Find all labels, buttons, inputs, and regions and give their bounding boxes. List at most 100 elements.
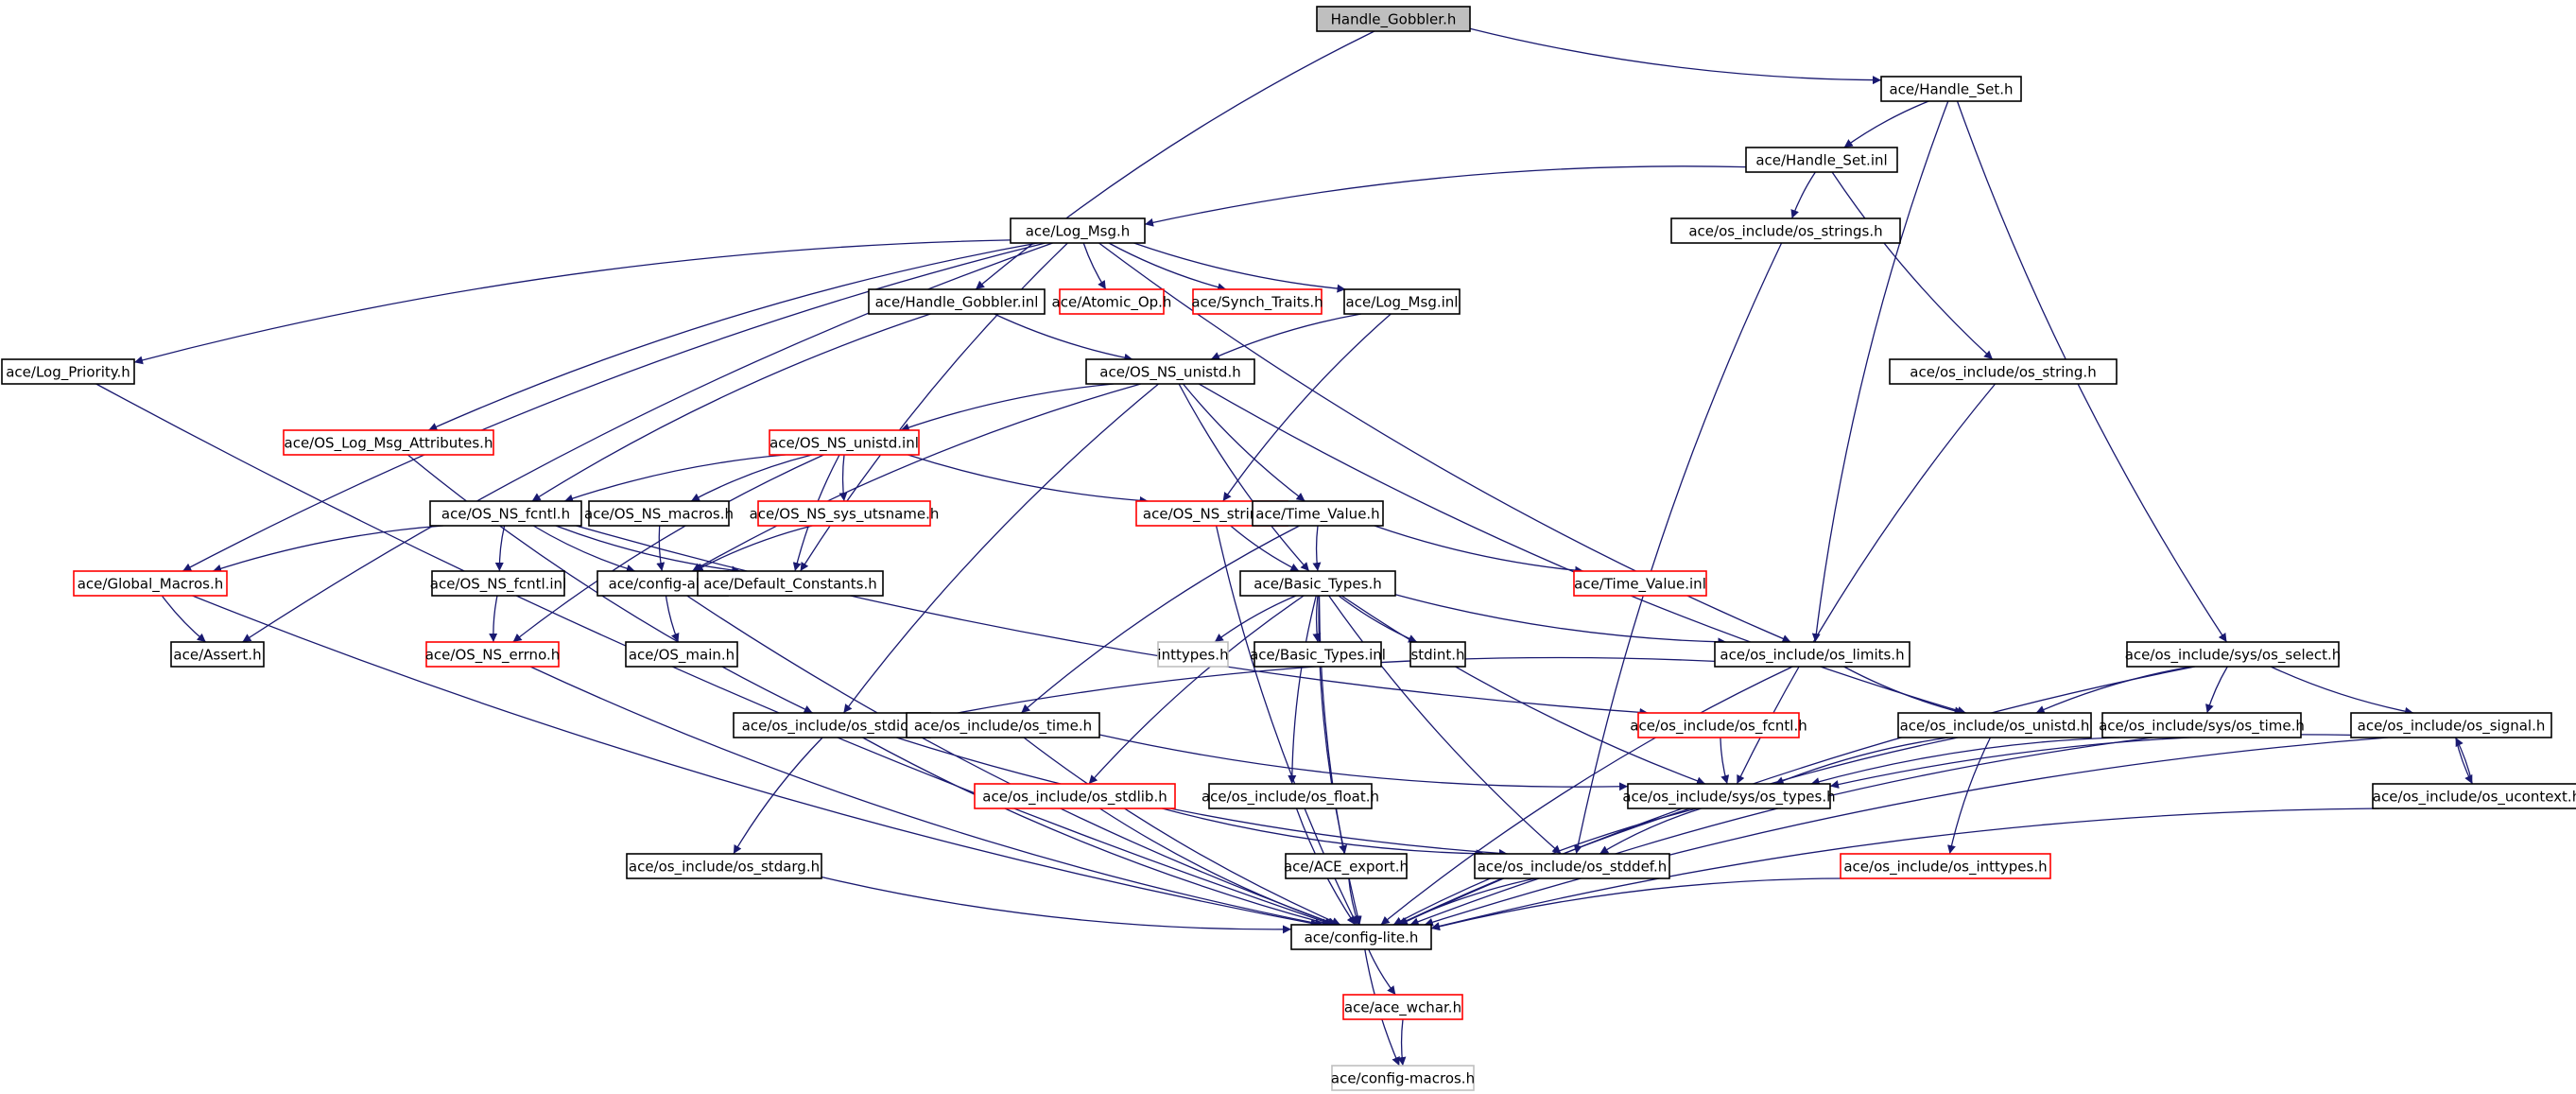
node-box bbox=[1253, 641, 1382, 668]
node-ace-global-macros-h[interactable]: ace/Global_Macros.h bbox=[73, 570, 228, 597]
node-ace-os-include-os-time-h[interactable]: ace/os_include/os_time.h bbox=[906, 712, 1100, 738]
node-label: ace/config-all.h bbox=[609, 576, 717, 593]
node-ace-os-include-os-string-h[interactable]: ace/os_include/os_string.h bbox=[1889, 358, 2118, 385]
node-box bbox=[868, 288, 1046, 315]
node-label: ace/Handle_Set.inl bbox=[1755, 152, 1887, 170]
node-box bbox=[1342, 994, 1463, 1020]
edge-ace-os-include-os-limits-h-to-ace-os-include-os-unistd-h bbox=[1843, 666, 1963, 716]
node-ace-os-include-os-stddef-h[interactable]: ace/os_include/os_stddef.h bbox=[1474, 853, 1670, 879]
node-label: ace/os_include/os_inttypes.h bbox=[1843, 859, 2047, 877]
node-ace-assert-h[interactable]: ace/Assert.h bbox=[170, 641, 265, 668]
edge-ace-log-priority-h-to-ace-config-lite-h bbox=[95, 383, 1334, 927]
node-stdint-h[interactable]: stdint.h bbox=[1409, 641, 1466, 668]
node-ace-os-include-sys-os-time-h[interactable]: ace/os_include/sys/os_time.h bbox=[2099, 712, 2305, 738]
node-ace-basic-types-inl[interactable]: ace/Basic_Types.inl bbox=[1250, 641, 1386, 668]
node-ace-log-msg-h[interactable]: ace/Log_Msg.h bbox=[1010, 217, 1146, 244]
node-ace-log-msg-inl[interactable]: ace/Log_Msg.inl bbox=[1343, 288, 1461, 315]
node-box bbox=[1157, 641, 1229, 668]
node-ace-handle-gobbler-inl[interactable]: ace/Handle_Gobbler.inl bbox=[868, 288, 1046, 315]
node-ace-os-include-sys-os-types-h[interactable]: ace/os_include/sys/os_types.h bbox=[1622, 783, 1836, 809]
edge-ace-ace-wchar-h-to-ace-config-macros-h bbox=[1397, 1018, 1407, 1067]
edge-ace-os-include-sys-os-time-h-to-ace-config-lite-h bbox=[1409, 737, 2153, 926]
node-label: ace/os_include/os_float.h bbox=[1202, 789, 1379, 807]
node-ace-handle-set-h[interactable]: ace/Handle_Set.h bbox=[1880, 76, 2022, 102]
node-box bbox=[974, 783, 1176, 809]
node-box bbox=[431, 570, 565, 597]
node-label: ace/os_include/os_unistd.h bbox=[1900, 718, 2090, 736]
edge-ace-os-ns-fcntl-h-to-ace-os-include-os-fcntl-h bbox=[576, 525, 1649, 717]
node-ace-atomic-op-h[interactable]: ace/Atomic_Op.h bbox=[1052, 288, 1172, 315]
node-box bbox=[906, 712, 1100, 738]
node-ace-log-priority-h[interactable]: ace/Log_Priority.h bbox=[1, 358, 135, 385]
node-ace-os-include-os-signal-h[interactable]: ace/os_include/os_signal.h bbox=[2350, 712, 2552, 738]
node-ace-os-ns-unistd-inl[interactable]: ace/OS_NS_unistd.inl bbox=[769, 429, 920, 456]
edge-ace-handle-set-h-to-ace-handle-set-inl bbox=[1843, 100, 1929, 148]
node-label: ace/Basic_Types.h bbox=[1253, 576, 1381, 594]
node-ace-os-log-msg-attributes-h[interactable]: ace/OS_Log_Msg_Attributes.h bbox=[283, 429, 494, 456]
edge-ace-os-ns-unistd-h-to-ace-config-all-h bbox=[691, 383, 1141, 572]
node-label: ace/config-lite.h bbox=[1305, 929, 1419, 946]
node-label: ace/os_include/os_stdarg.h bbox=[629, 859, 820, 877]
edge-ace-os-ns-unistd-inl-to-ace-os-ns-macros-h bbox=[690, 454, 813, 502]
node-ace-ace-export-h[interactable]: ace/ACE_export.h bbox=[1284, 853, 1409, 879]
node-ace-default-constants-h[interactable]: ace/Default_Constants.h bbox=[697, 570, 884, 597]
node-label: ace/Synch_Traits.h bbox=[1191, 294, 1323, 312]
node-ace-os-include-os-stdio-h[interactable]: ace/os_include/os_stdio.h bbox=[733, 712, 931, 738]
node-box bbox=[626, 853, 822, 879]
edge-ace-os-include-os-time-h-to-ace-os-include-sys-os-types-h bbox=[1098, 734, 1629, 791]
node-label: ace/Handle_Gobbler.inl bbox=[875, 294, 1039, 312]
edge-ace-log-msg-h-to-ace-os-log-msg-attributes-h bbox=[428, 242, 1038, 431]
edge-ace-os-ns-unistd-h-to-ace-os-include-os-unistd-h bbox=[1198, 383, 1966, 715]
node-ace-os-include-os-stdlib-h[interactable]: ace/os_include/os_stdlib.h bbox=[974, 783, 1176, 809]
node-ace-os-ns-sys-utsname-h[interactable]: ace/OS_NS_sys_utsname.h bbox=[750, 500, 940, 527]
edge-ace-os-include-os-time-h-to-ace-config-lite-h bbox=[1023, 737, 1341, 926]
node-ace-basic-types-h[interactable]: ace/Basic_Types.h bbox=[1239, 570, 1396, 597]
node-box bbox=[1670, 217, 1901, 244]
node-ace-os-include-sys-os-select-h[interactable]: ace/os_include/sys/os_select.h bbox=[2125, 641, 2342, 668]
node-label: ace/Global_Macros.h bbox=[78, 576, 224, 594]
edge-ace-os-include-os-limits-h-to-ace-config-lite-h bbox=[1380, 666, 1793, 926]
node-ace-ace-wchar-h[interactable]: ace/ace_wchar.h bbox=[1342, 994, 1463, 1020]
node-box bbox=[1, 358, 135, 385]
node-ace-os-ns-errno-h[interactable]: ace/OS_NS_errno.h bbox=[425, 641, 561, 668]
node-box bbox=[625, 641, 738, 668]
node-ace-config-lite-h[interactable]: ace/config-lite.h bbox=[1290, 924, 1432, 950]
node-ace-os-include-os-fcntl-h[interactable]: ace/os_include/os_fcntl.h bbox=[1630, 712, 1807, 738]
node-box bbox=[769, 429, 920, 456]
node-ace-os-ns-macros-h[interactable]: ace/OS_NS_macros.h bbox=[584, 500, 734, 527]
edge-ace-log-msg-h-to-ace-global-macros-h bbox=[182, 242, 1046, 572]
edge-ace-os-ns-macros-h-to-ace-config-all-h bbox=[656, 525, 666, 572]
node-ace-time-value-h[interactable]: ace/Time_Value.h bbox=[1252, 500, 1384, 527]
edge-ace-basic-types-h-to-ace-os-include-os-stddef-h bbox=[1328, 595, 1562, 855]
edge-ace-os-include-os-strings-h-to-ace-os-include-os-stddef-h bbox=[1573, 242, 1783, 855]
edge-ace-os-include-os-unistd-h-to-ace-config-lite-h bbox=[1397, 737, 1959, 926]
node-ace-os-main-h[interactable]: ace/OS_main.h bbox=[625, 641, 738, 668]
node-ace-time-value-inl[interactable]: ace/Time_Value.inl bbox=[1573, 570, 1707, 597]
node-ace-os-include-os-strings-h[interactable]: ace/os_include/os_strings.h bbox=[1670, 217, 1901, 244]
node-label: ace/Time_Value.h bbox=[1255, 506, 1379, 524]
edge-ace-basic-types-h-to-ace-basic-types-inl bbox=[1312, 595, 1322, 643]
edge-ace-global-macros-h-to-ace-assert-h bbox=[161, 595, 207, 643]
edge-ace-global-macros-h-to-ace-config-lite-h bbox=[192, 595, 1320, 928]
node-ace-os-include-os-unistd-h[interactable]: ace/os_include/os_unistd.h bbox=[1897, 712, 2092, 738]
node-box bbox=[1192, 288, 1323, 315]
node-label: ace/Basic_Types.inl bbox=[1250, 647, 1386, 665]
node-label: ace/Log_Msg.inl bbox=[1346, 294, 1459, 312]
node-ace-synch-traits-h[interactable]: ace/Synch_Traits.h bbox=[1191, 288, 1323, 315]
node-ace-os-include-os-float-h[interactable]: ace/os_include/os_float.h bbox=[1202, 783, 1379, 809]
node-ace-os-ns-unistd-h[interactable]: ace/OS_NS_unistd.h bbox=[1085, 358, 1255, 385]
node-ace-os-include-os-inttypes-h[interactable]: ace/os_include/os_inttypes.h bbox=[1840, 853, 2051, 879]
node-ace-os-ns-fcntl-h[interactable]: ace/OS_NS_fcntl.h bbox=[429, 500, 582, 527]
edge-handle-gobbler-h-to-ace-handle-set-h bbox=[1469, 27, 1882, 85]
node-ace-os-include-os-stdarg-h[interactable]: ace/os_include/os_stdarg.h bbox=[626, 853, 822, 879]
dependency-edges bbox=[95, 27, 2473, 1067]
node-ace-os-include-os-limits-h[interactable]: ace/os_include/os_limits.h bbox=[1714, 641, 1910, 668]
node-ace-handle-set-inl[interactable]: ace/Handle_Set.inl bbox=[1745, 147, 1898, 173]
node-label: ace/Log_Priority.h bbox=[6, 364, 130, 382]
node-ace-os-include-os-ucontext-h[interactable]: ace/os_include/os_ucontext.h bbox=[2372, 783, 2576, 809]
node-label: ace/OS_NS_string.h bbox=[1143, 506, 1281, 524]
node-ace-os-ns-fcntl-inl[interactable]: ace/OS_NS_fcntl.inl bbox=[430, 570, 567, 597]
edge-ace-os-ns-unistd-inl-to-ace-os-ns-string-h bbox=[908, 454, 1149, 505]
edge-ace-config-all-h-to-ace-config-lite-h bbox=[686, 595, 1338, 927]
edge-ace-os-ns-sys-utsname-h-to-ace-config-all-h bbox=[694, 525, 813, 572]
